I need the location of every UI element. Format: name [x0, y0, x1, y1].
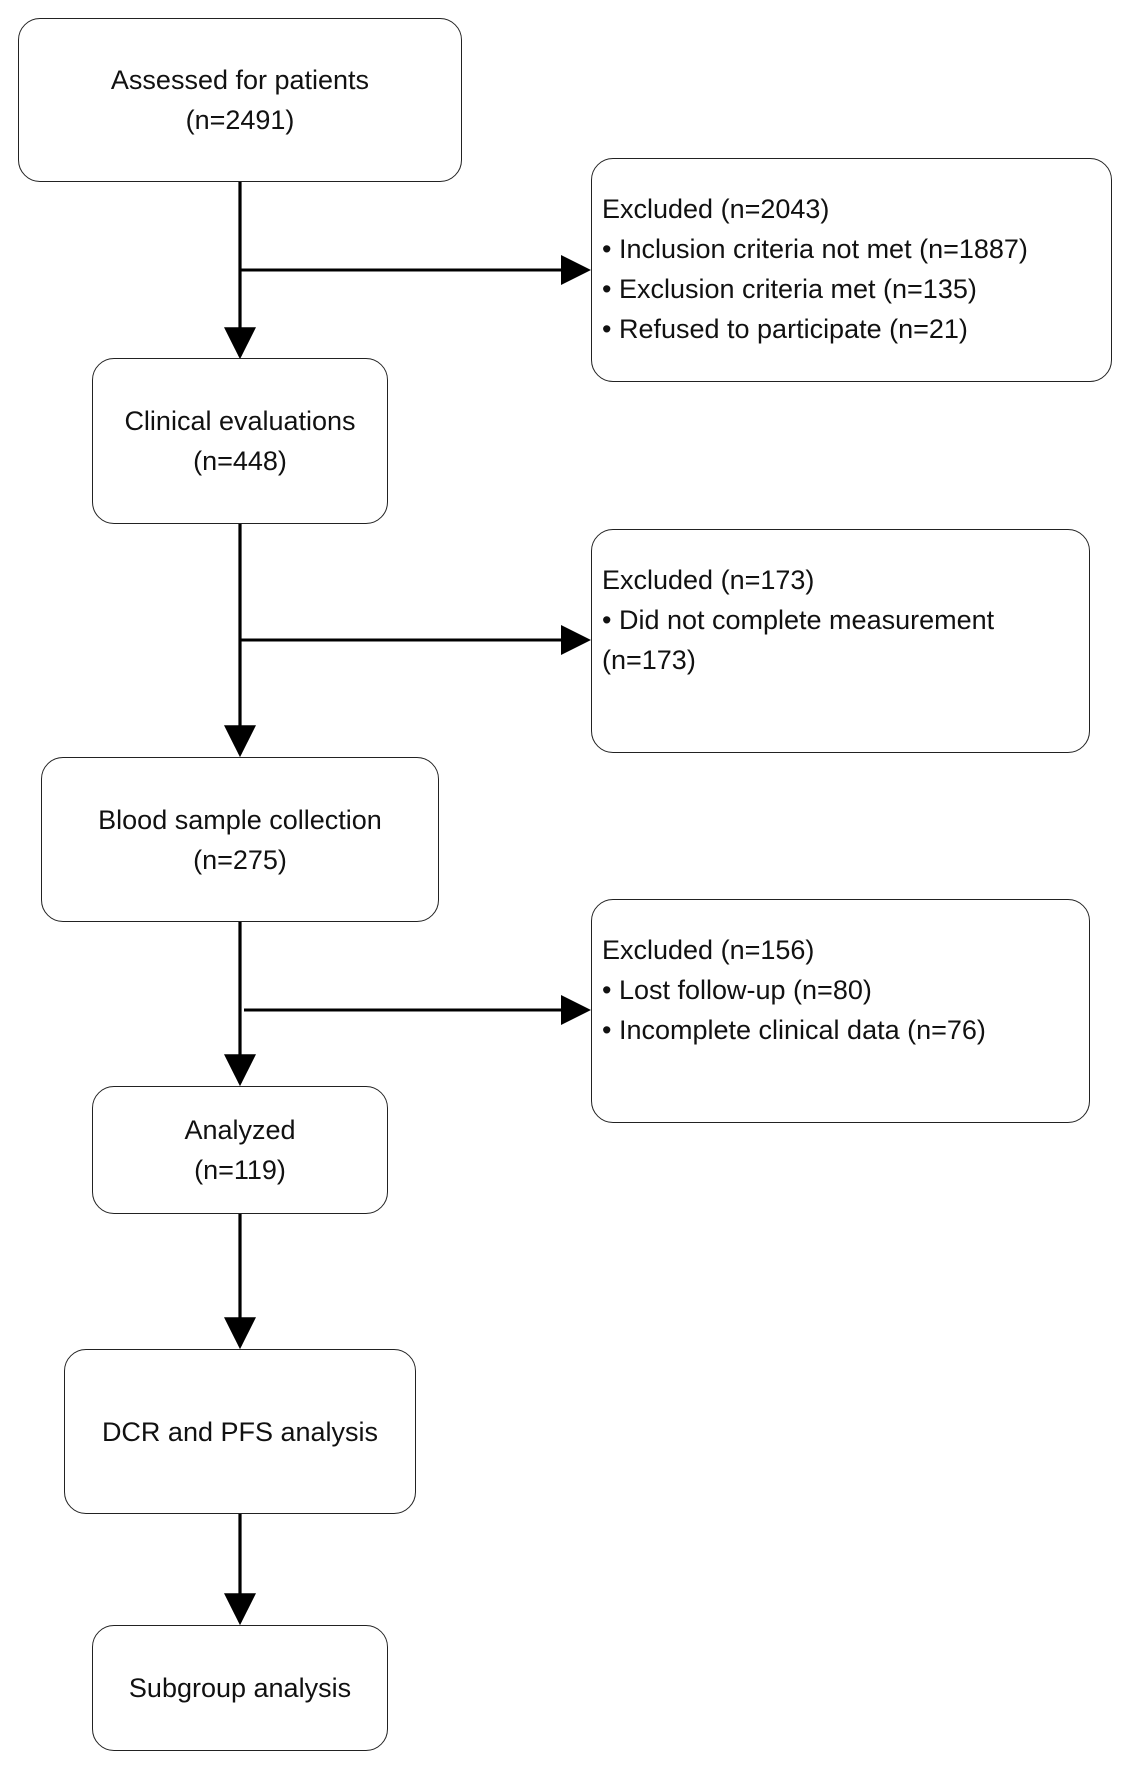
exclusion-heading: Excluded (n=2043): [602, 194, 830, 224]
step-count: (n=448): [193, 446, 287, 476]
step-title: Clinical evaluations: [124, 406, 356, 436]
step-assessed: Assessed for patients (n=2491): [18, 18, 462, 182]
exclusion-item: (n=173): [602, 645, 696, 675]
step-title: Subgroup analysis: [128, 1673, 352, 1703]
exclusion-item: • Refused to participate (n=21): [602, 314, 968, 344]
step-count: (n=275): [193, 844, 287, 875]
step-blood-sample-collection: Blood sample collection (n=275): [41, 757, 439, 922]
exclusion-item: • Lost follow-up (n=80): [602, 975, 872, 1005]
exclusion-box-3: Excluded (n=156) • Lost follow-up (n=80)…: [591, 899, 1090, 1123]
step-analyzed: Analyzed (n=119): [92, 1086, 388, 1214]
step-title: Analyzed: [184, 1115, 296, 1145]
step-clinical-evaluations: Clinical evaluations (n=448): [92, 358, 388, 524]
exclusion-item: • Exclusion criteria met (n=135): [602, 274, 977, 304]
step-count: (n=2491): [185, 105, 295, 135]
step-title: DCR and PFS analysis: [101, 1416, 379, 1447]
step-dcr-pfs-analysis: DCR and PFS analysis: [64, 1349, 416, 1514]
exclusion-item: • Did not complete measurement: [602, 605, 995, 635]
exclusion-box-2: Excluded (n=173) • Did not complete meas…: [591, 529, 1090, 753]
exclusion-box-1: Excluded (n=2043) • Inclusion criteria n…: [591, 158, 1112, 382]
exclusion-heading: Excluded (n=173): [602, 565, 815, 595]
exclusion-heading: Excluded (n=156): [602, 935, 815, 965]
exclusion-item: • Inclusion criteria not met (n=1887): [602, 234, 1028, 264]
exclusion-item: • Incomplete clinical data (n=76): [602, 1015, 986, 1045]
step-count: (n=119): [194, 1155, 286, 1185]
step-title: Blood sample collection: [98, 804, 382, 835]
step-title: Assessed for patients: [110, 65, 370, 95]
step-subgroup-analysis: Subgroup analysis: [92, 1625, 388, 1751]
